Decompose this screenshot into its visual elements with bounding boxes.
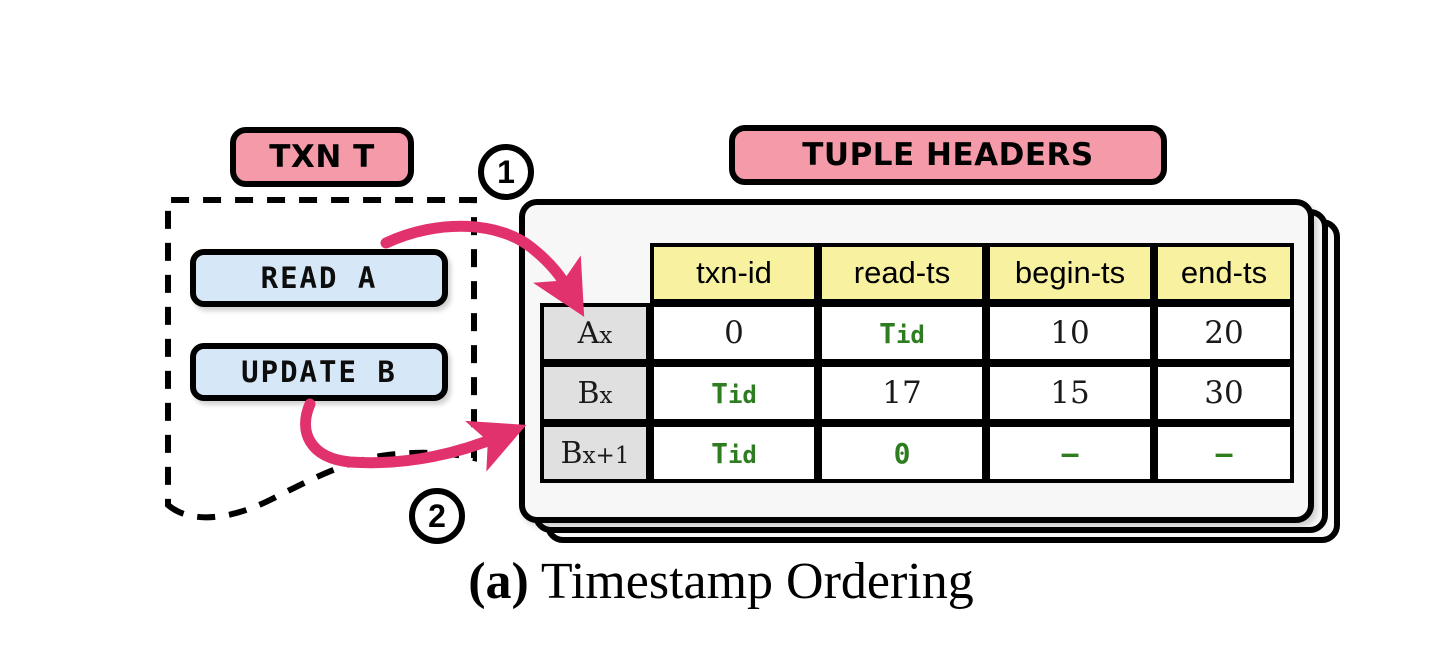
cell-ax-end-ts-value: 20 <box>1204 315 1244 351</box>
cell-bx-end-ts-value: 30 <box>1204 375 1244 411</box>
column-header-begin-ts: begin-ts <box>986 243 1154 303</box>
row-label-bx-main: B <box>577 375 600 411</box>
cell-bx1-end-ts-value: – <box>1215 437 1233 470</box>
tuple-header-table: txn-id read-ts begin-ts end-ts Ax 0 Tid … <box>540 243 1294 483</box>
table-row: Ax 0 Tid 10 20 <box>540 303 1294 363</box>
row-label-ax-main: A <box>577 315 600 351</box>
cell-bx-end-ts: 30 <box>1154 363 1294 423</box>
cell-bx1-read-ts-value: 0 <box>893 437 911 470</box>
table-header-row: txn-id read-ts begin-ts end-ts <box>540 243 1294 303</box>
cell-bx1-read-ts: 0 <box>818 423 986 483</box>
column-header-txn-id: txn-id <box>650 243 818 303</box>
row-label-ax: Ax <box>540 303 650 363</box>
row-label-bx1-main: B <box>560 435 583 471</box>
cell-ax-txn-id: 0 <box>650 303 818 363</box>
table-row: Bx Tid 17 15 30 <box>540 363 1294 423</box>
cell-ax-txn-id-value: 0 <box>724 315 744 351</box>
figure-caption-label: (a) <box>468 553 529 610</box>
operation-read-a[interactable]: READ A <box>190 249 448 307</box>
cell-bx-txn-id: Tid <box>650 363 818 423</box>
cell-ax-end-ts: 20 <box>1154 303 1294 363</box>
row-label-bx1-sub: x+1 <box>582 442 630 469</box>
cell-bx-read-ts: 17 <box>818 363 986 423</box>
step-marker-1: 1 <box>478 144 534 200</box>
cell-bx1-txn-id: Tid <box>650 423 818 483</box>
cell-bx-begin-ts: 15 <box>986 363 1154 423</box>
operation-update-b[interactable]: UPDATE B <box>190 343 448 401</box>
txn-badge: TXN T <box>230 127 414 187</box>
table-corner-cell <box>540 243 650 303</box>
cell-ax-read-ts-value: Tid <box>879 317 925 350</box>
cell-ax-begin-ts: 10 <box>986 303 1154 363</box>
table-row: Bx+1 Tid 0 – – <box>540 423 1294 483</box>
cell-bx-txn-id-value: Tid <box>711 377 757 410</box>
row-label-bx: Bx <box>540 363 650 423</box>
figure-caption-text: Timestamp Ordering <box>540 553 974 610</box>
cell-bx1-begin-ts: – <box>986 423 1154 483</box>
cell-bx1-begin-ts-value: – <box>1061 437 1079 470</box>
cell-bx1-end-ts: – <box>1154 423 1294 483</box>
column-header-end-ts: end-ts <box>1154 243 1294 303</box>
cell-bx-read-ts-value: 17 <box>882 375 922 411</box>
row-label-bx-sub: x <box>599 382 613 409</box>
step-marker-2: 2 <box>409 488 465 544</box>
row-label-bx1: Bx+1 <box>540 423 650 483</box>
column-header-read-ts: read-ts <box>818 243 986 303</box>
cell-ax-begin-ts-value: 10 <box>1050 315 1090 351</box>
cell-bx1-txn-id-value: Tid <box>711 437 757 470</box>
tuple-headers-badge: TUPLE HEADERS <box>729 125 1167 185</box>
cell-bx-begin-ts-value: 15 <box>1050 375 1090 411</box>
cell-ax-read-ts: Tid <box>818 303 986 363</box>
figure-caption: (a) Timestamp Ordering <box>0 552 1442 611</box>
row-label-ax-sub: x <box>599 322 613 349</box>
